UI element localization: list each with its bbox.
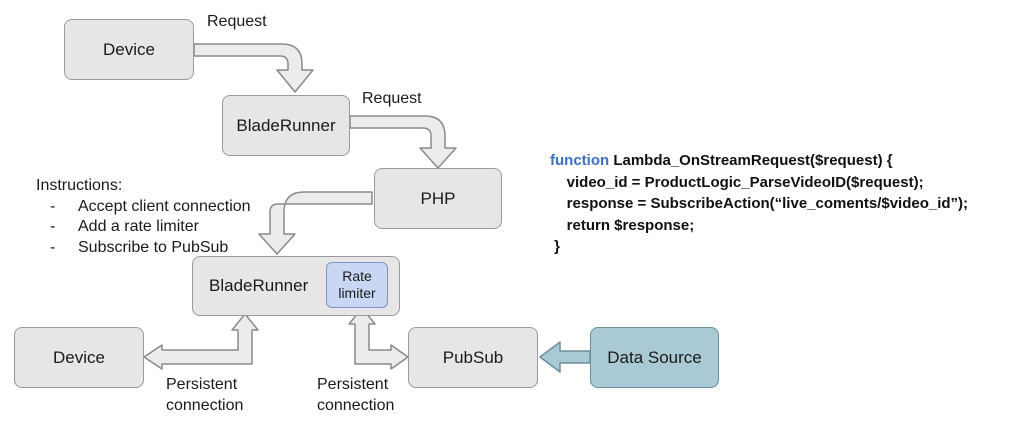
bullet-dash-icon: - bbox=[50, 238, 56, 256]
node-device-top: Device bbox=[64, 19, 194, 80]
node-device-top-label: Device bbox=[103, 39, 155, 59]
arrow-device-bladerunner-persistent bbox=[143, 313, 259, 370]
arrow-bladerunner-to-php bbox=[349, 115, 457, 169]
bullet-dash-icon: - bbox=[50, 218, 56, 235]
node-data-source: Data Source bbox=[590, 327, 719, 388]
node-pubsub-label: PubSub bbox=[442, 347, 504, 367]
node-data-source-label: Data Source bbox=[607, 347, 702, 367]
bullet-dash-icon: - bbox=[50, 197, 56, 215]
node-php-label: PHP bbox=[420, 188, 456, 208]
node-bladerunner-top: BladeRunner bbox=[222, 95, 350, 156]
instruction-item: - Add a rate limiter bbox=[36, 217, 251, 238]
edge-label-request-1: Request bbox=[207, 13, 267, 30]
arrow-device-to-bladerunner bbox=[193, 43, 314, 93]
instruction-item-text: Accept client connection bbox=[78, 197, 251, 215]
node-device-bottom-label: Device bbox=[53, 347, 105, 367]
code-line-5: } bbox=[550, 238, 561, 255]
node-device-bottom: Device bbox=[14, 327, 144, 388]
edge-label-request-2: Request bbox=[362, 90, 422, 107]
node-php: PHP bbox=[374, 168, 502, 229]
instruction-item-text: Add a rate limiter bbox=[78, 218, 199, 235]
edge-label-persistent-1: Persistent connection bbox=[166, 376, 244, 414]
instruction-item: - Accept client connection bbox=[36, 197, 251, 218]
code-keyword: function bbox=[550, 152, 610, 169]
code-line-2: video_id = ProductLogic_ParseVideoID($re… bbox=[550, 173, 924, 191]
arrow-ratelimiter-pubsub-persistent bbox=[348, 307, 409, 370]
edge-label-persistent-2: Persistent connection bbox=[317, 376, 395, 414]
arrow-php-to-bladerunner bbox=[258, 191, 373, 255]
instruction-item-text: Subscribe to PubSub bbox=[78, 238, 229, 256]
instructions-title: Instructions: bbox=[36, 177, 123, 194]
node-pubsub: PubSub bbox=[408, 327, 538, 388]
code-line-1: Lambda_OnStreamRequest($request) { bbox=[609, 152, 893, 169]
code-line-4: return $response; bbox=[550, 216, 695, 234]
node-bladerunner-main-label: BladeRunner bbox=[209, 276, 309, 295]
node-rate-limiter: Rate limiter bbox=[326, 262, 388, 308]
instructions-list: Instructions: -Accept client connection … bbox=[36, 176, 251, 258]
code-snippet: function Lambda_OnStreamRequest($request… bbox=[550, 150, 968, 258]
code-line-3: response = SubscribeAction(“live_coments… bbox=[550, 195, 969, 212]
instruction-item: - Subscribe to PubSub bbox=[36, 238, 251, 259]
arrow-datasource-to-pubsub bbox=[539, 341, 591, 373]
node-bladerunner-top-label: BladeRunner bbox=[236, 115, 336, 135]
node-rate-limiter-label: Rate limiter bbox=[338, 268, 376, 301]
